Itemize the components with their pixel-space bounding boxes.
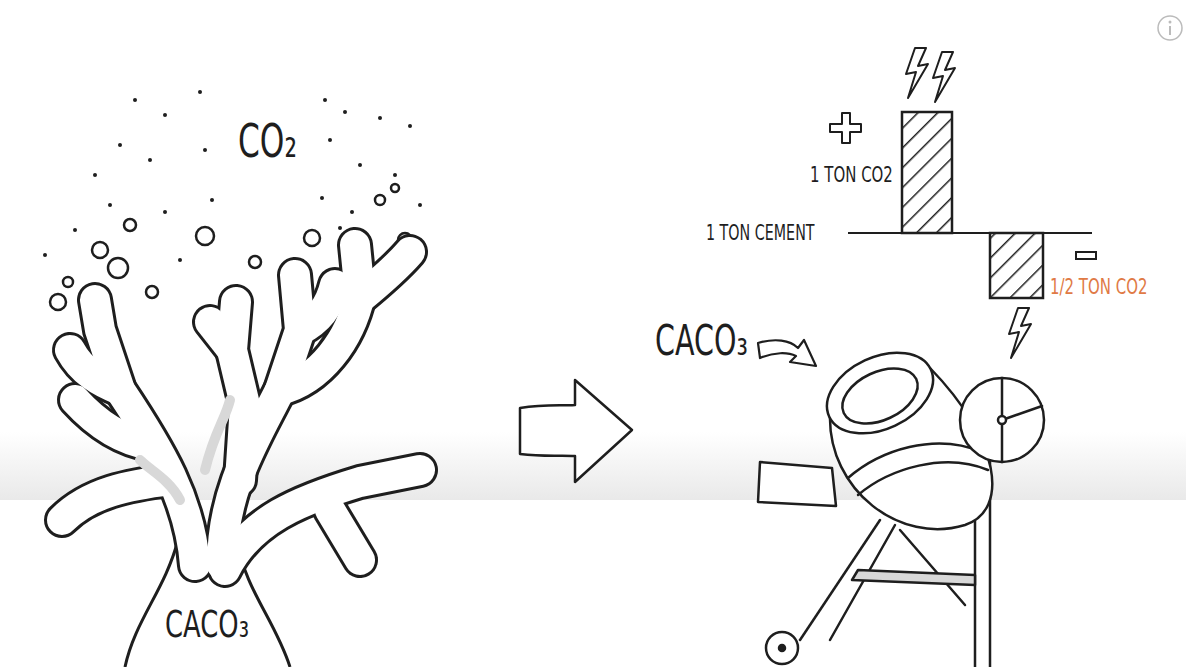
bubble-dot: [108, 203, 112, 207]
bubble: [63, 277, 73, 287]
coral-branch-inner: [210, 322, 232, 350]
bubble-dot: [133, 98, 137, 102]
bubble: [249, 256, 261, 268]
mixer-drive-wheel: [960, 378, 1044, 462]
bubble: [50, 294, 66, 310]
bubble-dot: [178, 258, 182, 262]
bubble-dot: [198, 90, 202, 94]
coral-shade: [205, 400, 230, 470]
mixer-opening: [814, 337, 946, 450]
info-stem: [1169, 26, 1171, 35]
plus-sign: [830, 113, 861, 143]
bubble-dot: [93, 173, 97, 177]
bubble: [196, 227, 214, 245]
coral-shade: [140, 460, 180, 500]
coral-branch-outline: [62, 245, 420, 570]
bubble: [304, 230, 320, 246]
coral: [62, 245, 420, 667]
coral-branch-inner: [280, 245, 360, 390]
mixer-drum-band: [848, 444, 982, 478]
minus-sign: [1076, 252, 1096, 259]
gas-label: CO₂: [238, 116, 297, 167]
bubble: [108, 258, 128, 278]
wheel-hub: [998, 416, 1006, 424]
co2-bar-chart: [830, 48, 1096, 358]
bubble: [146, 286, 158, 298]
mixer-axle: [779, 645, 785, 651]
bubble-dot: [163, 113, 167, 117]
bubble-dot: [118, 143, 122, 147]
coral-branch-inner: [300, 285, 335, 330]
bubble-dot: [378, 116, 382, 120]
big-arrow: [520, 380, 632, 482]
bubble-dot: [418, 203, 422, 207]
wheel-spoke: [1002, 406, 1042, 420]
info-circle: [1158, 16, 1182, 40]
mixer-chute: [758, 462, 836, 506]
coral-branch-inner: [70, 350, 120, 390]
lightning-bolt: [906, 48, 928, 98]
bubble-dot: [408, 124, 412, 128]
bubble: [92, 242, 108, 258]
mixer-drum-band: [858, 462, 988, 495]
bubble-dot: [358, 163, 362, 167]
bubble-dot: [203, 148, 207, 152]
lightning-bolt: [933, 52, 955, 102]
coral-branch: [210, 322, 232, 350]
info-icon: [1158, 16, 1182, 40]
bubble-dot: [210, 198, 214, 202]
mixer-leg: [900, 530, 965, 605]
coral-branch-fill: [62, 245, 420, 570]
bubble-dot: [393, 173, 397, 177]
baseline-label: 1 TON CEMENT: [706, 222, 815, 245]
cement-mixer: [758, 337, 1044, 667]
bubble-dot: [338, 226, 342, 230]
bubble-dot: [343, 110, 347, 114]
bar-label: 1/2 TON CO2: [1050, 275, 1147, 299]
bubble: [375, 195, 385, 205]
bubble-dot: [148, 158, 152, 162]
coral-branch: [62, 480, 170, 520]
bubble-dot: [323, 98, 327, 102]
absorption-bar: [990, 233, 1043, 298]
bubble-dot: [163, 210, 167, 214]
coral-branch-inner: [225, 470, 420, 570]
bubble-dot: [350, 210, 354, 214]
coral-branch: [330, 510, 360, 560]
bubble: [124, 219, 136, 231]
coral-branch-inner: [62, 480, 170, 520]
coral-branch-inner: [330, 510, 360, 560]
bubble-dot: [73, 228, 77, 232]
mixer-opening-inner: [834, 357, 927, 434]
coral-branch-inner: [75, 400, 150, 445]
bubble-dot: [328, 138, 332, 142]
material-label: CACO₃: [165, 604, 249, 646]
emission-bar: [902, 112, 952, 233]
bubble-dot: [320, 196, 324, 200]
mixer-crossbar: [852, 570, 975, 585]
bubble-dot: [43, 253, 47, 257]
baseline: [848, 232, 1092, 234]
feed-arrow: [758, 340, 816, 366]
material-label: CACO₃: [655, 318, 748, 364]
bubble: [391, 184, 399, 192]
coral-branch-inner: [358, 252, 410, 300]
mixer-wheel: [766, 632, 798, 664]
lightning-bolt: [1009, 308, 1031, 358]
bar-label: 1 TON CO2: [810, 163, 893, 187]
info-dot: [1169, 21, 1172, 24]
